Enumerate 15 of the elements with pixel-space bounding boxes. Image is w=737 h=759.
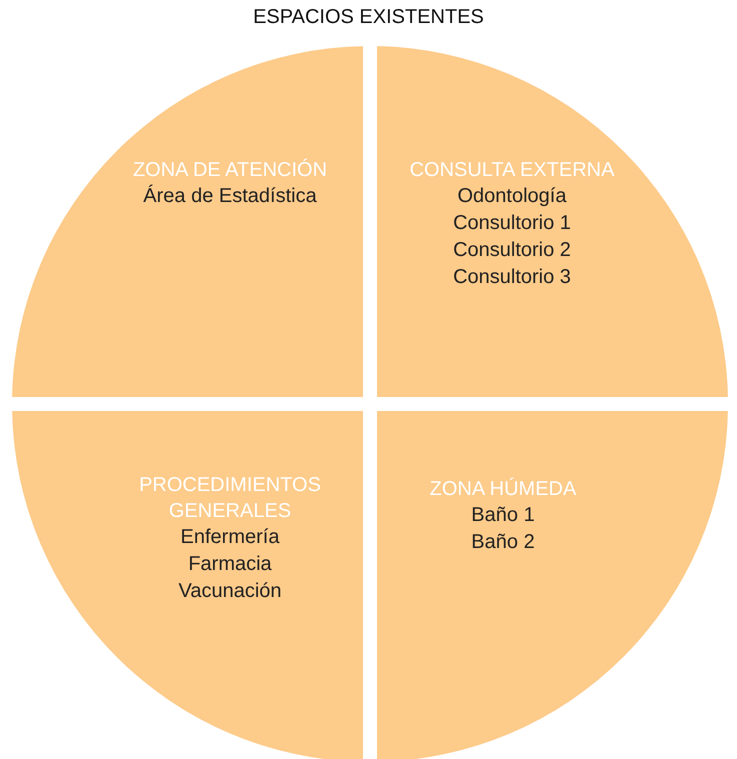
- room-label: Baño 1: [471, 504, 535, 526]
- room-label: Consultorio 3: [453, 266, 571, 288]
- room-label: Farmacia: [188, 553, 272, 575]
- section-heading: PROCEDIMIENTOS GENERALES: [139, 474, 321, 522]
- room-label: Consultorio 1: [453, 212, 571, 234]
- room-label: Odontología: [458, 185, 566, 207]
- room-label: Consultorio 2: [453, 239, 571, 261]
- section-heading: ZONA DE ATENCIÓN: [132, 159, 328, 181]
- room-label: Enfermería: [180, 526, 280, 548]
- room-label: Vacunación: [178, 580, 282, 602]
- diagram-title: ESPACIOS EXISTENTES: [252, 6, 485, 29]
- section-heading: ZONA HÚMEDA: [430, 478, 576, 500]
- section-heading: CONSULTA EXTERNA: [410, 159, 614, 181]
- room-label: Baño 2: [471, 531, 535, 553]
- room-label: Área de Estadística: [143, 185, 317, 207]
